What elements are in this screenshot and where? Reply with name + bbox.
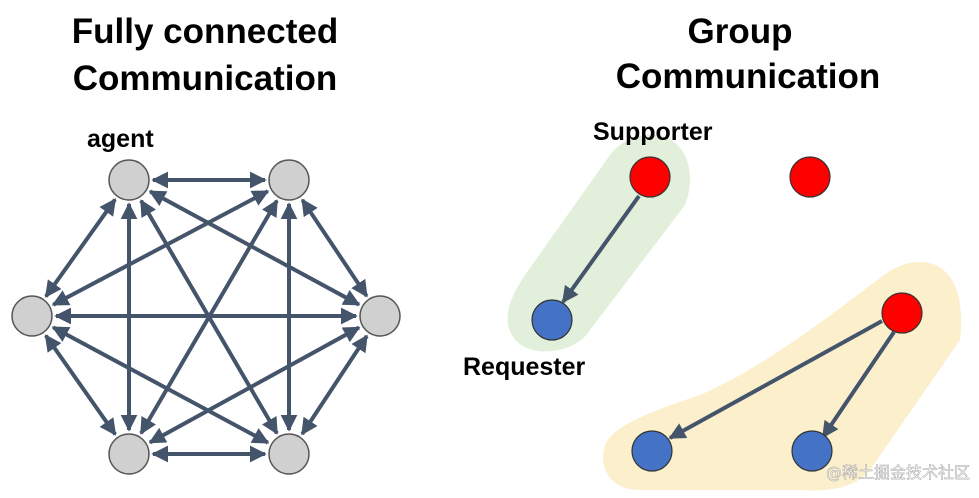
supporter-label: Supporter xyxy=(593,118,713,146)
fully-connected-edges xyxy=(44,171,369,463)
edge-1-2 xyxy=(51,189,270,307)
edge-3-4 xyxy=(148,325,361,445)
agent-node-bottom-left xyxy=(108,433,150,475)
edge-2-4 xyxy=(44,334,117,436)
requester-label: Requester xyxy=(463,353,586,381)
edge-0-3 xyxy=(148,189,361,307)
requester-node-group2-left xyxy=(631,430,673,472)
agent-node-top-left xyxy=(108,159,150,201)
edge-supporter-to-requester-2a xyxy=(668,319,883,440)
requester-node-group2-right xyxy=(791,430,833,472)
agent-node-right xyxy=(359,295,401,337)
edge-0-2 xyxy=(44,198,117,298)
watermark: @稀土掘金技术社区 xyxy=(826,463,970,482)
supporter-node-unassigned xyxy=(789,156,831,198)
supporter-node-group2 xyxy=(881,292,923,334)
edge-1-3 xyxy=(300,198,369,298)
edge-3-5 xyxy=(300,334,369,436)
agent-label: agent xyxy=(87,125,154,153)
right-title-line1: Group xyxy=(688,12,793,51)
edge-supporter-to-requester-2b xyxy=(821,330,896,439)
right-title-line2: Communication xyxy=(616,57,880,96)
edge-2-5 xyxy=(51,325,270,445)
agent-node-bottom-right xyxy=(268,433,310,475)
left-title-line2: Communication xyxy=(73,59,337,98)
agent-node-top-right xyxy=(268,159,310,201)
supporter-node-group1 xyxy=(629,156,671,198)
edge-supporter-to-requester-1 xyxy=(561,194,641,304)
left-title-line1: Fully connected xyxy=(72,12,338,51)
group-edges xyxy=(561,194,896,440)
agent-node-left xyxy=(11,295,53,337)
requester-node-group1 xyxy=(531,299,573,341)
